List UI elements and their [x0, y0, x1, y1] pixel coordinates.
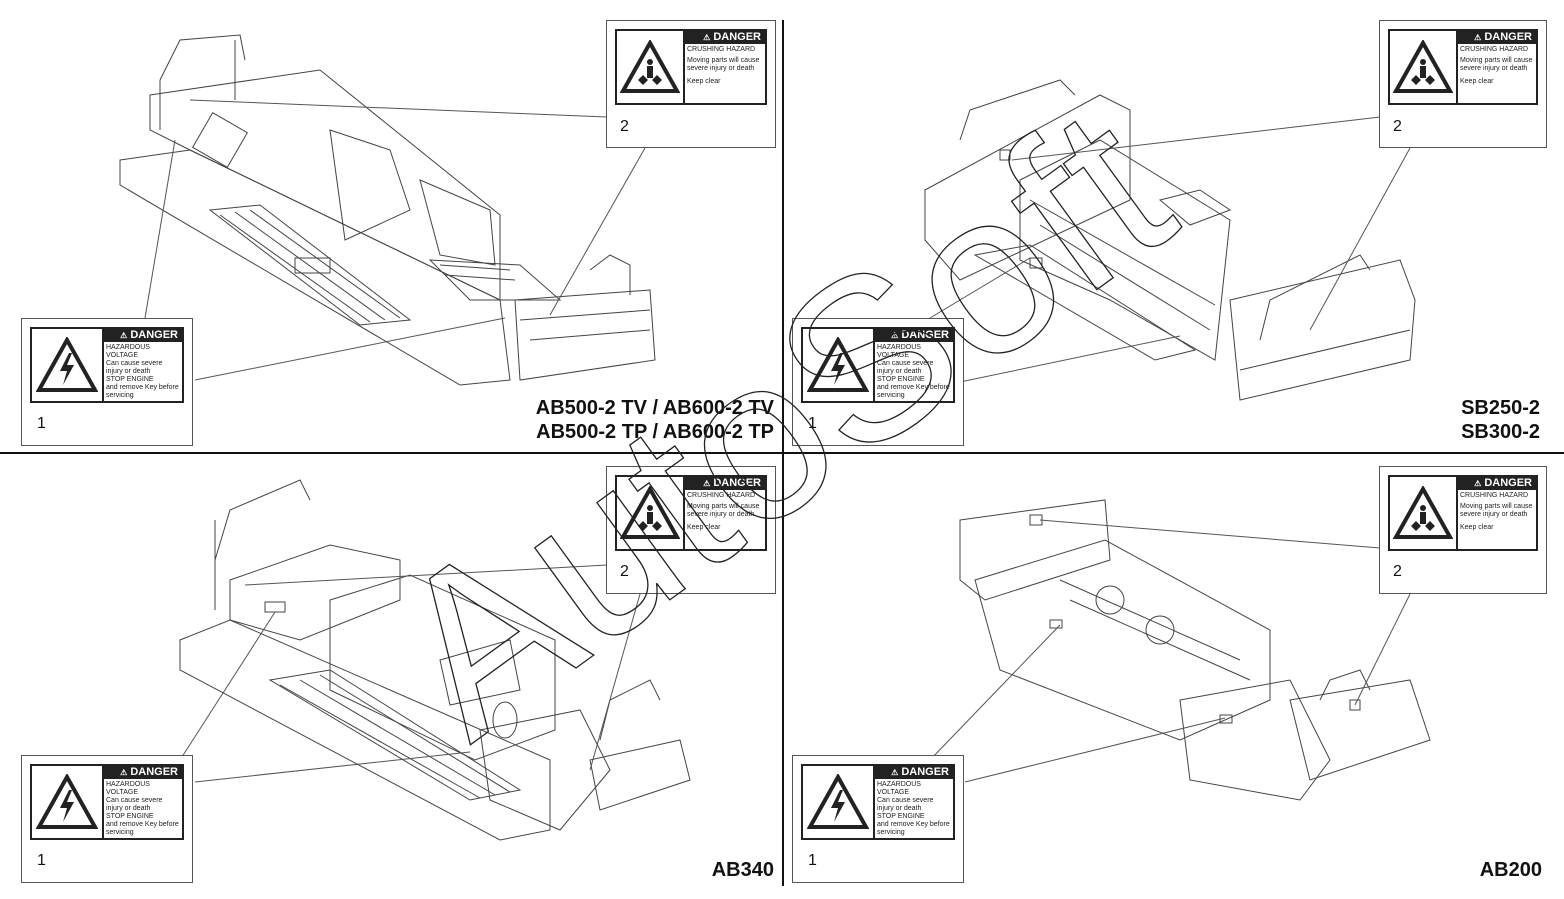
high-voltage-icon — [807, 337, 869, 392]
voltage-line-3: STOP ENGINE — [877, 813, 925, 820]
danger-header: DANGER — [1484, 477, 1532, 489]
voltage-label-box: ⚠DANGER HAZARDOUS VOLTAGE Can cause seve… — [21, 755, 193, 883]
crushing-line-1: Moving parts will cause — [687, 503, 760, 510]
crushing-label-box: ⚠DANGER CRUSHING HAZARD Moving parts wil… — [606, 20, 776, 148]
high-voltage-icon — [36, 774, 98, 829]
crushing-line-1: Moving parts will cause — [1460, 503, 1533, 510]
voltage-line-5: servicing — [877, 392, 905, 399]
callout-number-1: 1 — [808, 852, 817, 869]
crushing-label-box: ⚠DANGER CRUSHING HAZARD Moving parts wil… — [1379, 20, 1547, 148]
crushing-label-box: ⚠DANGER CRUSHING HAZARD Moving parts wil… — [606, 466, 776, 594]
danger-header: DANGER — [713, 477, 761, 489]
crushing-title: CRUSHING HAZARD — [1460, 46, 1529, 53]
crushing-line-2: severe injury or death — [1460, 511, 1528, 518]
voltage-line-4: and remove Key before — [877, 821, 950, 828]
voltage-label-box: ⚠DANGER HAZARDOUS VOLTAGE Can cause seve… — [792, 755, 964, 883]
voltage-title: HAZARDOUS VOLTAGE — [106, 344, 150, 359]
voltage-line-2: injury or death — [106, 368, 151, 375]
voltage-line-1: Can cause severe — [106, 797, 163, 804]
crushing-hazard-icon — [1393, 40, 1453, 93]
model-line-1: SB250-2 — [1461, 397, 1540, 419]
model-label-top-left: AB500-2 TV / AB600-2 TV AB500-2 TP / AB6… — [430, 396, 774, 444]
high-voltage-icon — [36, 337, 98, 392]
callout-number-2: 2 — [620, 563, 629, 580]
crushing-line-2: severe injury or death — [687, 511, 755, 518]
crushing-title: CRUSHING HAZARD — [687, 46, 756, 53]
danger-header: DANGER — [713, 31, 761, 43]
voltage-line-5: servicing — [877, 829, 905, 836]
machine-sb250-sb300 — [924, 79, 1416, 401]
callout-number-2: 2 — [1393, 118, 1402, 135]
crushing-title: CRUSHING HAZARD — [1460, 492, 1529, 499]
crushing-hazard-sticker: ⚠DANGER CRUSHING HAZARD Moving parts wil… — [1388, 475, 1538, 551]
crushing-line-1: Moving parts will cause — [687, 57, 760, 64]
crushing-title: CRUSHING HAZARD — [687, 492, 756, 499]
crushing-hazard-sticker: ⚠DANGER CRUSHING HAZARD Moving parts wil… — [615, 29, 767, 105]
horizontal-divider — [0, 452, 1564, 454]
voltage-hazard-sticker: ⚠DANGER HAZARDOUS VOLTAGE Can cause seve… — [801, 327, 955, 403]
voltage-line-4: and remove Key before — [106, 821, 179, 828]
model-line-1: AB500-2 TV / AB600-2 TV — [535, 397, 774, 419]
voltage-title: HAZARDOUS VOLTAGE — [106, 781, 150, 796]
machine-ab200 — [959, 499, 1431, 801]
voltage-line-1: Can cause severe — [106, 360, 163, 367]
voltage-title: HAZARDOUS VOLTAGE — [877, 344, 921, 359]
voltage-label-box: ⚠DANGER HAZARDOUS VOLTAGE Can cause seve… — [792, 318, 964, 446]
model-line-1: AB200 — [1479, 859, 1542, 881]
crushing-hazard-icon — [1393, 486, 1453, 539]
voltage-title: HAZARDOUS VOLTAGE — [877, 781, 921, 796]
crushing-hazard-icon — [620, 486, 680, 539]
callout-number-1: 1 — [37, 852, 46, 869]
danger-header: DANGER — [130, 329, 178, 341]
crushing-line-4: Keep clear — [1460, 524, 1494, 531]
voltage-line-3: STOP ENGINE — [106, 813, 154, 820]
leader-lines — [144, 99, 1411, 783]
callout-number-1: 1 — [808, 415, 817, 432]
machine-ab340 — [179, 479, 691, 841]
voltage-line-2: injury or death — [877, 805, 922, 812]
crushing-label-box: ⚠DANGER CRUSHING HAZARD Moving parts wil… — [1379, 466, 1547, 594]
model-label-bottom-right: AB200 — [1340, 858, 1542, 882]
voltage-line-5: servicing — [106, 829, 134, 836]
crushing-hazard-icon — [620, 40, 680, 93]
voltage-line-2: injury or death — [106, 805, 151, 812]
voltage-hazard-sticker: ⚠DANGER HAZARDOUS VOLTAGE Can cause seve… — [30, 764, 184, 840]
model-line-2: AB500-2 TP / AB600-2 TP — [536, 421, 774, 443]
crushing-line-4: Keep clear — [687, 78, 721, 85]
voltage-line-1: Can cause severe — [877, 360, 934, 367]
voltage-line-3: STOP ENGINE — [877, 376, 925, 383]
voltage-line-4: and remove Key before — [877, 384, 950, 391]
machine-ab500-ab600 — [119, 34, 656, 386]
callout-number-1: 1 — [37, 415, 46, 432]
voltage-line-4: and remove Key before — [106, 384, 179, 391]
voltage-line-2: injury or death — [877, 368, 922, 375]
model-label-bottom-left: AB340 — [574, 858, 774, 882]
callout-number-2: 2 — [1393, 563, 1402, 580]
model-label-top-right: SB250-2 SB300-2 — [1340, 396, 1540, 444]
voltage-hazard-sticker: ⚠DANGER HAZARDOUS VOLTAGE Can cause seve… — [30, 327, 184, 403]
crushing-line-2: severe injury or death — [1460, 65, 1528, 72]
crushing-line-4: Keep clear — [687, 524, 721, 531]
danger-header: DANGER — [901, 766, 949, 778]
voltage-hazard-sticker: ⚠DANGER HAZARDOUS VOLTAGE Can cause seve… — [801, 764, 955, 840]
model-line-2: SB300-2 — [1461, 421, 1540, 443]
callout-number-2: 2 — [620, 118, 629, 135]
danger-header: DANGER — [1484, 31, 1532, 43]
voltage-line-3: STOP ENGINE — [106, 376, 154, 383]
crushing-hazard-sticker: ⚠DANGER CRUSHING HAZARD Moving parts wil… — [615, 475, 767, 551]
voltage-line-5: servicing — [106, 392, 134, 399]
voltage-label-box: ⚠DANGER HAZARDOUS VOLTAGE Can cause seve… — [21, 318, 193, 446]
model-line-1: AB340 — [711, 859, 774, 881]
high-voltage-icon — [807, 774, 869, 829]
danger-header: DANGER — [901, 329, 949, 341]
danger-header: DANGER — [130, 766, 178, 778]
crushing-line-4: Keep clear — [1460, 78, 1494, 85]
crushing-hazard-sticker: ⚠DANGER CRUSHING HAZARD Moving parts wil… — [1388, 29, 1538, 105]
voltage-line-1: Can cause severe — [877, 797, 934, 804]
crushing-line-1: Moving parts will cause — [1460, 57, 1533, 64]
crushing-line-2: severe injury or death — [687, 65, 755, 72]
